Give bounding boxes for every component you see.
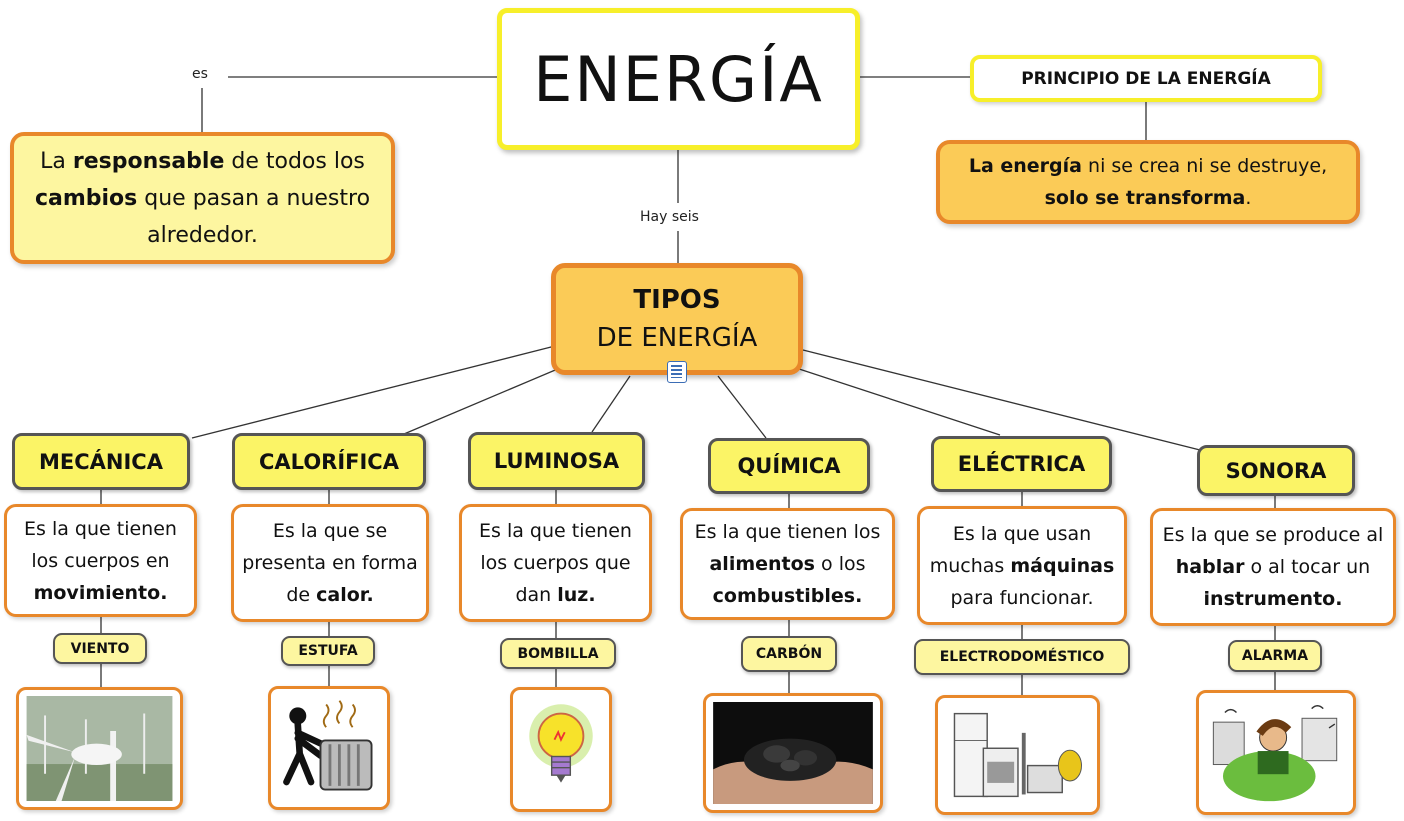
desc-text-quimica: Es la que tienen los alimentos o los com…: [694, 521, 881, 607]
type-box-electrica: ELÉCTRICA: [931, 436, 1112, 492]
desc-text-luminosa: Es la que tienen los cuerpos que dan luz…: [479, 520, 632, 606]
example-box-carbon: CARBÓN: [741, 636, 837, 672]
light-bulb-illustration: [529, 704, 593, 783]
types-heading-line1: TIPOS: [633, 285, 721, 315]
coal-illustration: [713, 702, 873, 804]
example-box-viento: VIENTO: [53, 633, 147, 664]
link-label-hay-seis: Hay seis: [636, 209, 703, 225]
principle-definition-box: La energía ni se crea ni se destruye, so…: [936, 140, 1360, 224]
example-box-estufa: ESTUFA: [281, 636, 375, 666]
types-heading-line2: DE ENERGÍA: [596, 323, 758, 353]
type-box-sonora: SONORA: [1197, 445, 1355, 496]
desc-box-calorifica: Es la que se presenta en forma de calor.: [231, 504, 429, 622]
example-box-electrodomestico: ELECTRODOMÉSTICO: [914, 639, 1130, 675]
desc-box-sonora: Es la que se produce al hablar o al toca…: [1150, 508, 1396, 626]
example-box-alarma: ALARMA: [1228, 640, 1322, 672]
link-label-es: es: [188, 66, 212, 82]
principle-title-box: PRINCIPIO DE LA ENERGÍA: [970, 55, 1322, 102]
wind-turbine-image: [16, 687, 183, 810]
desc-text-sonora: Es la que se produce al hablar o al toca…: [1162, 524, 1384, 610]
definition-box: La responsable de todos los cambios que …: [10, 132, 395, 264]
alarm-image: [1196, 690, 1356, 815]
desc-text-mecanica: Es la que tienen los cuerpos en movimien…: [24, 517, 177, 604]
desc-text-calorifica: Es la que se presenta en forma de calor.: [242, 520, 418, 606]
type-box-calorifica: CALORÍFICA: [232, 433, 426, 490]
desc-text-electrica: Es la que usan muchas máquinas para func…: [929, 522, 1115, 609]
heater-image: [268, 686, 390, 810]
desc-box-luminosa: Es la que tienen los cuerpos que dan luz…: [459, 504, 652, 622]
heater-illustration: [283, 700, 373, 791]
appliances-image: [935, 695, 1100, 815]
coal-image: [703, 693, 883, 813]
desc-box-mecanica: Es la que tienen los cuerpos en movimien…: [4, 504, 197, 617]
alarm-illustration: [1212, 705, 1338, 802]
type-box-luminosa: LUMINOSA: [468, 432, 645, 490]
type-box-mecanica: MECÁNICA: [12, 433, 190, 490]
desc-box-quimica: Es la que tienen los alimentos o los com…: [680, 508, 895, 620]
appliances-illustration: [953, 712, 1082, 798]
principle-definition-text: La energía ni se crea ni se destruye, so…: [968, 155, 1328, 209]
type-box-quimica: QUÍMICA: [708, 438, 870, 494]
note-icon[interactable]: [667, 361, 687, 383]
main-concept-title: ENERGÍA: [497, 8, 860, 150]
example-box-bombilla: BOMBILLA: [500, 638, 616, 669]
desc-box-electrica: Es la que usan muchas máquinas para func…: [917, 506, 1127, 625]
light-bulb-image: [510, 687, 612, 812]
types-heading-box: TIPOS DE ENERGÍA: [551, 263, 803, 375]
definition-text: La responsable de todos los cambios que …: [34, 148, 371, 248]
wind-turbine-illustration: [26, 696, 173, 801]
